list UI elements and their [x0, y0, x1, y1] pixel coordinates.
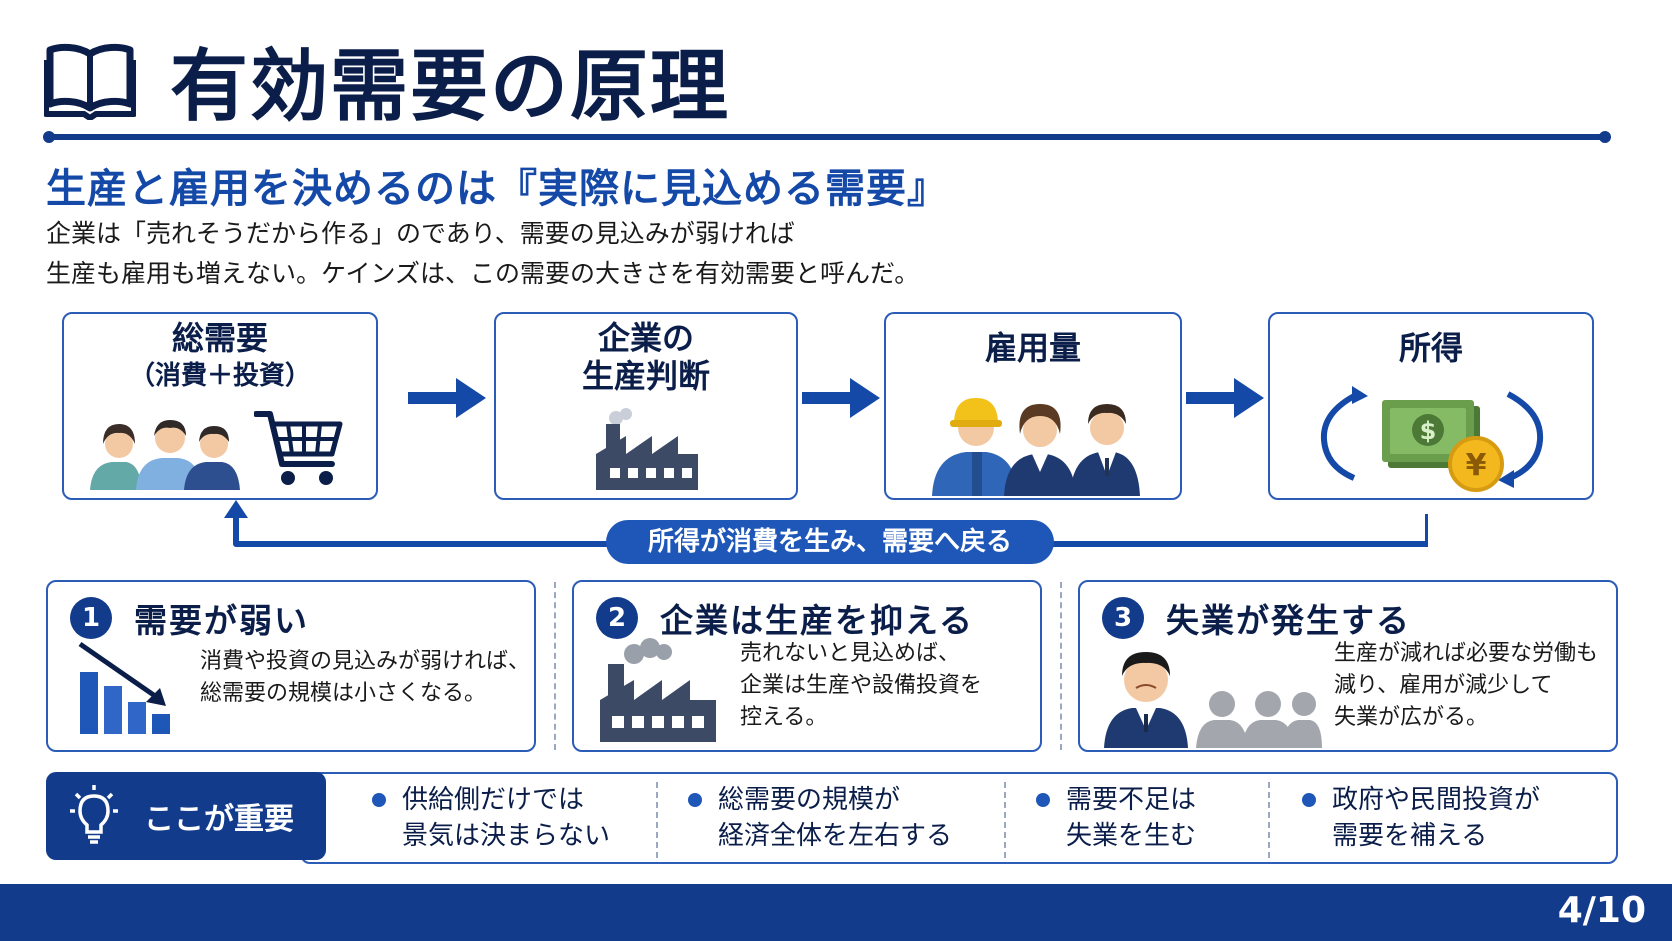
point-text-line: 企業は生産や設備投資を [740, 673, 983, 698]
point-title: 失業が発生する [1166, 601, 1411, 640]
number-badge: 2 [596, 597, 638, 639]
key-point-text: 供給側だけでは 景気は決まらない [402, 782, 610, 854]
key-points-label: ここが重要 [46, 772, 326, 860]
key-point-divider [1004, 782, 1006, 858]
point-card-weak-demand: 1 需要が弱い 消費や投資の見込みが弱ければ、 総需要の規模は小さくなる。 [46, 580, 536, 752]
key-point-line: 経済全体を左右する [718, 821, 953, 851]
key-point-item: 需要不足は 失業を生む [1036, 782, 1196, 854]
key-point-item: 供給側だけでは 景気は決まらない [372, 782, 610, 854]
workers-icon [932, 398, 1140, 496]
flow-step-subtitle: （消費＋投資） [128, 361, 311, 391]
point-card-unemployment: 3 失業が発生する 生産が減れば必要な労働も 減り、雇用が減少して 失業が広がる… [1078, 580, 1618, 752]
flow-arrow-icon [802, 378, 880, 418]
flow-step-title: 所得 [1398, 329, 1463, 367]
point-description: 消費や投資の見込みが弱ければ、 総需要の規模は小さくなる。 [200, 646, 530, 710]
key-points-panel [300, 772, 1618, 864]
unemployed-icon [1104, 652, 1322, 748]
key-point-item: 政府や民間投資が 需要を補える [1302, 782, 1540, 854]
flow-step-title: 総需要 [171, 319, 268, 357]
lightbulb-icon [70, 785, 118, 844]
bullet-icon [1302, 793, 1316, 807]
flow-step-income: 所得 $ ¥ [1268, 312, 1594, 500]
flow-step-aggregate-demand: 総需要 （消費＋投資） [62, 312, 378, 500]
book-icon [44, 43, 136, 120]
point-description: 生産が減れば必要な労働も 減り、雇用が減少して 失業が広がる。 [1334, 638, 1598, 734]
flow-step-production-decision: 企業の 生産判断 [494, 312, 798, 500]
key-point-line: 政府や民間投資が [1332, 785, 1541, 815]
declining-bars-icon [78, 641, 170, 734]
bullet-icon [688, 793, 702, 807]
point-text-line: 減り、雇用が減少して [1334, 673, 1553, 698]
loop-label: 所得が消費を生み、需要へ戻る [606, 520, 1054, 564]
flow-step-employment: 雇用量 [884, 312, 1182, 500]
flow-step-title: 雇用量 [984, 329, 1081, 367]
key-point-divider [656, 782, 658, 858]
flow-step-title-line2: 生産判断 [581, 357, 710, 395]
key-point-text: 政府や民間投資が 需要を補える [1332, 782, 1540, 854]
loop-arrowhead-icon [224, 500, 248, 518]
description: 企業は「売れそうだから作る」のであり、需要の見込みが弱ければ 生産も雇用も増えな… [46, 214, 919, 294]
key-point-item: 総需要の規模が 経済全体を左右する [688, 782, 952, 854]
point-text-line: 生産が減れば必要な労働も [1334, 641, 1599, 666]
number-badge: 1 [70, 597, 112, 639]
point-text-line: 売れないと見込めば、 [740, 641, 961, 666]
key-point-line: 需要不足は [1066, 785, 1197, 815]
factory-icon [596, 408, 698, 490]
point-text-line: 消費や投資の見込みが弱ければ、 [200, 649, 531, 674]
point-divider [554, 582, 556, 750]
flow-step-title: 企業の [597, 319, 694, 357]
point-title: 需要が弱い [134, 601, 309, 640]
point-text-line: 総需要の規模は小さくなる。 [200, 681, 487, 706]
key-point-divider [1268, 782, 1270, 858]
bullet-icon [372, 793, 386, 807]
title-row: 有効需要の原理 [44, 30, 730, 132]
key-point-line: 失業を生む [1066, 821, 1197, 851]
flow-arrow-icon [408, 378, 486, 418]
point-title: 企業は生産を抑える [660, 601, 975, 640]
point-header: 3 失業が発生する [1102, 594, 1411, 642]
footer-bar: 4/10 [0, 884, 1672, 941]
key-point-line: 総需要の規模が [718, 785, 901, 815]
money-cycle-icon: $ ¥ [1320, 386, 1544, 492]
key-point-text: 需要不足は 失業を生む [1066, 782, 1196, 854]
point-description: 売れないと見込めば、 企業は生産や設備投資を 控える。 [740, 638, 982, 734]
bullet-icon [1036, 793, 1050, 807]
flow-arrow-icon [1186, 378, 1264, 418]
point-divider [1060, 582, 1062, 750]
subtitle: 生産と雇用を決めるのは『実際に見込める需要』 [46, 166, 948, 212]
page-number: 4/10 [1557, 890, 1646, 931]
point-header: 1 需要が弱い [70, 594, 309, 642]
page-title: 有効需要の原理 [170, 42, 731, 132]
point-card-reduce-production: 2 企業は生産を抑える 売れないと見込めば、 企業は生産や設備投資を 控える。 [572, 580, 1042, 752]
description-line: 生産も雇用も増えない。ケインズは、この需要の大きさを有効需要と呼んだ。 [46, 259, 920, 288]
svg-text:¥: ¥ [1466, 448, 1487, 483]
key-point-line: 需要を補える [1332, 821, 1488, 851]
key-points-label-text: ここが重要 [144, 802, 294, 837]
shopping-cart-icon [254, 411, 343, 485]
factory-smoke-icon [600, 638, 716, 742]
point-text-line: 失業が広がる。 [1334, 705, 1489, 730]
key-point-text: 総需要の規模が 経済全体を左右する [718, 782, 952, 854]
people-icon [90, 420, 240, 490]
key-point-line: 景気は決まらない [402, 821, 611, 851]
title-divider [43, 131, 1611, 143]
key-point-line: 供給側だけでは [402, 785, 585, 815]
description-line: 企業は「売れそうだから作る」のであり、需要の見込みが弱ければ [46, 219, 795, 248]
point-text-line: 控える。 [740, 705, 828, 730]
svg-text:$: $ [1420, 417, 1437, 445]
point-header: 2 企業は生産を抑える [596, 594, 974, 642]
number-badge: 3 [1102, 597, 1144, 639]
